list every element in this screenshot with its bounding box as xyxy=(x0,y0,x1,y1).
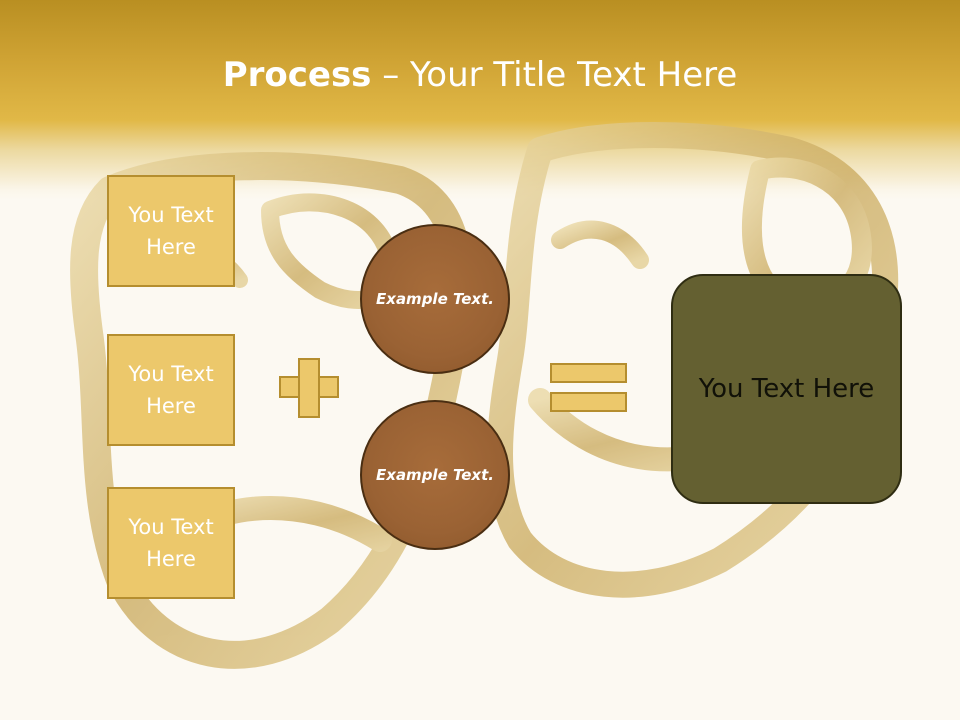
title-rest: – Your Title Text Here xyxy=(371,55,738,95)
example-circle-1: Example Text. xyxy=(360,224,510,374)
text-box-2: You Text Here xyxy=(107,334,235,446)
text-box-3: You Text Here xyxy=(107,487,235,599)
slide-title: Process – Your Title Text Here xyxy=(0,50,960,100)
title-bold: Process xyxy=(222,55,372,95)
result-box: You Text Here xyxy=(671,274,902,504)
example-circle-2: Example Text. xyxy=(360,400,510,550)
text-box-1: You Text Here xyxy=(107,175,235,287)
